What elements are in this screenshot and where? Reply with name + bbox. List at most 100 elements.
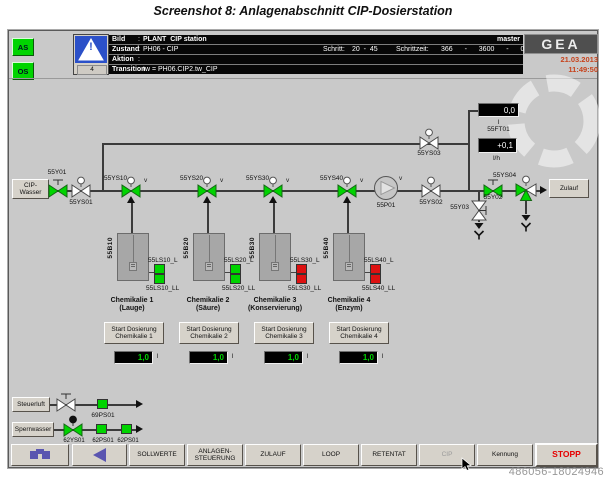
date-display: 21.03.2013 [560,55,598,64]
flow-total-display: 0,0 [478,103,519,117]
binoculars-icon [29,448,51,463]
valve-55y03[interactable] [471,200,488,227]
valve-55y02[interactable] [483,178,503,203]
photo-watermark: 486056-18024946 [508,466,604,478]
steuerluft-button[interactable]: Steuerluft [12,397,50,412]
drain-symbol [520,215,532,237]
flowmeter-tag: 55FT01 [487,126,510,133]
flow-up-arrow [203,196,211,203]
suction-pipe [347,203,349,233]
info-label: Transition [112,66,146,73]
pressure-switch-69ps01 [97,399,108,409]
info-label: Aktion [112,56,134,63]
pump-55p01[interactable] [373,175,399,206]
pressure-switch-62ps01 [121,424,132,434]
gea-logo: GEA [524,34,598,54]
valve-label: 55YS01 [69,199,93,206]
warning-triangle-icon [75,36,107,63]
zustand-value: PH06 - CIP [143,46,179,53]
flowmeter-riser [468,110,470,192]
valve-label: 55Y01 [47,169,67,176]
info-label: Bild [112,36,126,43]
valve-55y01[interactable] [48,178,68,203]
valve-55ys02[interactable] [421,176,441,203]
overview-button[interactable] [11,444,69,466]
level-probe-icon [129,262,137,271]
nav-retentat-button[interactable]: RETENTAT [361,444,417,466]
valve-55ys30[interactable] [263,176,283,203]
flow-rate-display: +0,1 [478,138,517,153]
valve-55ys04[interactable] [515,175,537,206]
nav-loop-button[interactable]: LOOP [303,444,359,466]
level-probe-icon [275,235,276,263]
page-title: Screenshot 8: Anlagenabschnitt CIP-Dosie… [153,4,453,18]
tank-55b40 [333,233,365,281]
flow-up-arrow [127,196,135,203]
valve-55ys03[interactable] [419,128,439,155]
flowmeter-stub [468,110,480,112]
v-mark: v [286,177,290,184]
valve-62ys01[interactable] [63,415,83,442]
v-mark: v [144,177,148,184]
sensor-connector [291,272,296,273]
schritt-value: 20 - 45 [352,46,378,53]
nav-kennung-button[interactable]: Kennung [477,444,533,466]
tank-caption: Chemikalie 3(Konservierung) [247,297,303,312]
gea-gear-watermark [497,66,606,181]
tank-tag: 55B20 [183,237,190,259]
valve-55ys10[interactable] [121,176,141,203]
os-button[interactable]: OS [12,62,34,80]
tank-tag: 55B40 [323,237,330,259]
pump-label: 55P01 [376,202,396,209]
level-sensors [154,264,165,284]
tank-55b20 [193,233,225,281]
dose-volume-display-4: 1,0 [339,351,378,364]
sensor-label: 62YS01 [63,438,85,444]
level-probe-icon [133,235,134,263]
status-info-panel: Bild : PLANT CIP station master Zustand … [109,35,525,74]
v-mark: v [220,177,224,184]
sensor-connector [149,272,154,273]
level-probe-icon [271,262,279,271]
dose-volume-display-2: 1,0 [189,351,228,364]
level-probe-icon [345,262,353,271]
outlet-arrow [540,186,547,194]
info-label: Zustand [112,46,140,53]
nav-stopp-button[interactable]: STOPP [535,443,598,467]
level-sensors [230,264,241,284]
tank-55b10 [117,233,149,281]
valve-55ys20[interactable] [197,176,217,203]
arrow-left-icon [93,448,106,462]
flow-up-arrow [343,196,351,203]
sperrwasser-pipe [54,429,136,431]
sensor-55ls40-ll [370,274,381,284]
transition-value: tw = PH06.CIP2.tw_CIP [143,66,218,73]
nav-sollwerte-button[interactable]: SOLLWERTE [129,444,185,466]
zulauf-outlet-button[interactable]: Zulauf [549,179,589,198]
alarm-indicator[interactable]: ! 4 [73,34,109,75]
schrittzeit-label: Schrittzeit: [396,46,429,53]
sensor-label: 55LS40_L [364,257,394,264]
flow-arrow [136,400,143,408]
nav-zulauf-button[interactable]: ZULAUF [245,444,301,466]
schrittzeit-value: 366 - 3600 - 0 [441,46,525,53]
nav-anlagensteuerung-button[interactable]: ANLAGEN-STEUERUNG [187,444,243,466]
valve-steuerluft-manual[interactable] [56,392,76,417]
sperrwasser-button[interactable]: Sperrwasser [12,422,54,437]
header-divider [9,78,597,79]
sensor-label: 55LS40_LL [362,285,396,292]
suction-pipe [131,203,133,233]
valve-55ys01[interactable] [71,176,91,203]
cip-wasser-source-button[interactable]: CIP- Wasser [12,179,49,199]
suction-pipe [273,203,275,233]
dose-volume-display-3: 1,0 [264,351,303,364]
v-mark: v [399,175,403,182]
as-button[interactable]: AS [12,38,34,56]
back-button[interactable] [72,444,127,466]
sensor-label: 55LS30_L [290,257,320,264]
valve-55ys40[interactable] [337,176,357,203]
